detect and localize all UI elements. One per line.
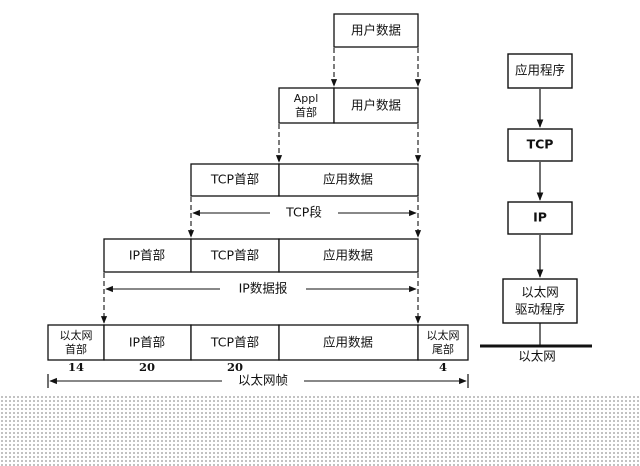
eth-tcp-header-label: TCP首部 [210,335,259,350]
app-user-data-box [333,87,419,124]
stack-tcp-box [507,128,573,162]
size-tcp-header: 20 [227,360,243,374]
ip-datagram-label: IP数据报 [239,281,288,296]
size-eth-trailer: 4 [439,360,447,374]
stack-application-label: 应用程序 [515,63,565,78]
eth-frame-label: 以太网帧 [238,373,288,388]
ip-app-data-box [278,238,419,273]
tcp-segment-label: TCP段 [285,205,322,220]
eth-app-data-label: 应用数据 [323,335,373,350]
byte-sizes: 14 20 20 4 [68,360,447,374]
eth-tcp-header-box [190,324,280,361]
stack-network-label: 以太网 [518,349,556,364]
eth-ip-header-box [103,324,192,361]
stack-ip-label: IP [533,210,547,225]
scan-noise-band [0,395,640,466]
stack-driver-label-line1: 以太网 [521,285,559,300]
ip-tcp-header-label: TCP首部 [210,248,259,263]
ip-datagram-span: IP数据报 [105,280,417,298]
ip-header-label: IP首部 [129,248,165,263]
appl-header-label-line2: 首部 [295,105,317,119]
user-data-box [333,13,419,48]
eth-header-label-line1: 以太网 [60,329,93,342]
stack-application-box [507,53,573,89]
appl-header-label-line1: Appl [294,92,319,105]
level-ethernet: 以太网 首部 IP首部 TCP首部 应用数据 以太网 尾部 [47,324,469,361]
eth-trailer-label-line1: 以太网 [427,329,460,342]
level-ip: IP首部 TCP首部 应用数据 [103,238,419,273]
user-data-label: 用户数据 [351,23,401,38]
tcp-app-data-label: 应用数据 [323,172,373,187]
level-user-data: 用户数据 [333,13,419,48]
eth-app-data-box [278,324,419,361]
level-application: Appl 首部 用户数据 [278,87,419,124]
eth-trailer-box [417,324,469,361]
stack-ip-box [507,201,573,235]
level-tcp: TCP首部 应用数据 [190,163,419,197]
app-user-data-label: 用户数据 [351,98,401,113]
stack-driver-label-line2: 驱动程序 [515,302,565,317]
ip-tcp-header-box [190,238,280,273]
eth-ip-header-label: IP首部 [129,335,165,350]
stack-driver-box [502,278,578,324]
eth-frame-span: 以太网帧 [47,372,469,390]
eth-header-label-line2: 首部 [65,342,87,356]
protocol-stack: 应用程序 TCP IP 以太网 驱动程序 以太网 [480,53,592,364]
eth-header-box [47,324,105,361]
stack-tcp-label: TCP [527,137,554,152]
size-ip-header: 20 [139,360,155,374]
tcp-app-data-box [278,163,419,197]
size-eth-header: 14 [68,360,84,374]
eth-trailer-label-line2: 尾部 [432,342,454,356]
ip-app-data-label: 应用数据 [323,248,373,263]
tcp-segment-span: TCP段 [192,204,417,222]
tcp-header-label: TCP首部 [210,172,259,187]
